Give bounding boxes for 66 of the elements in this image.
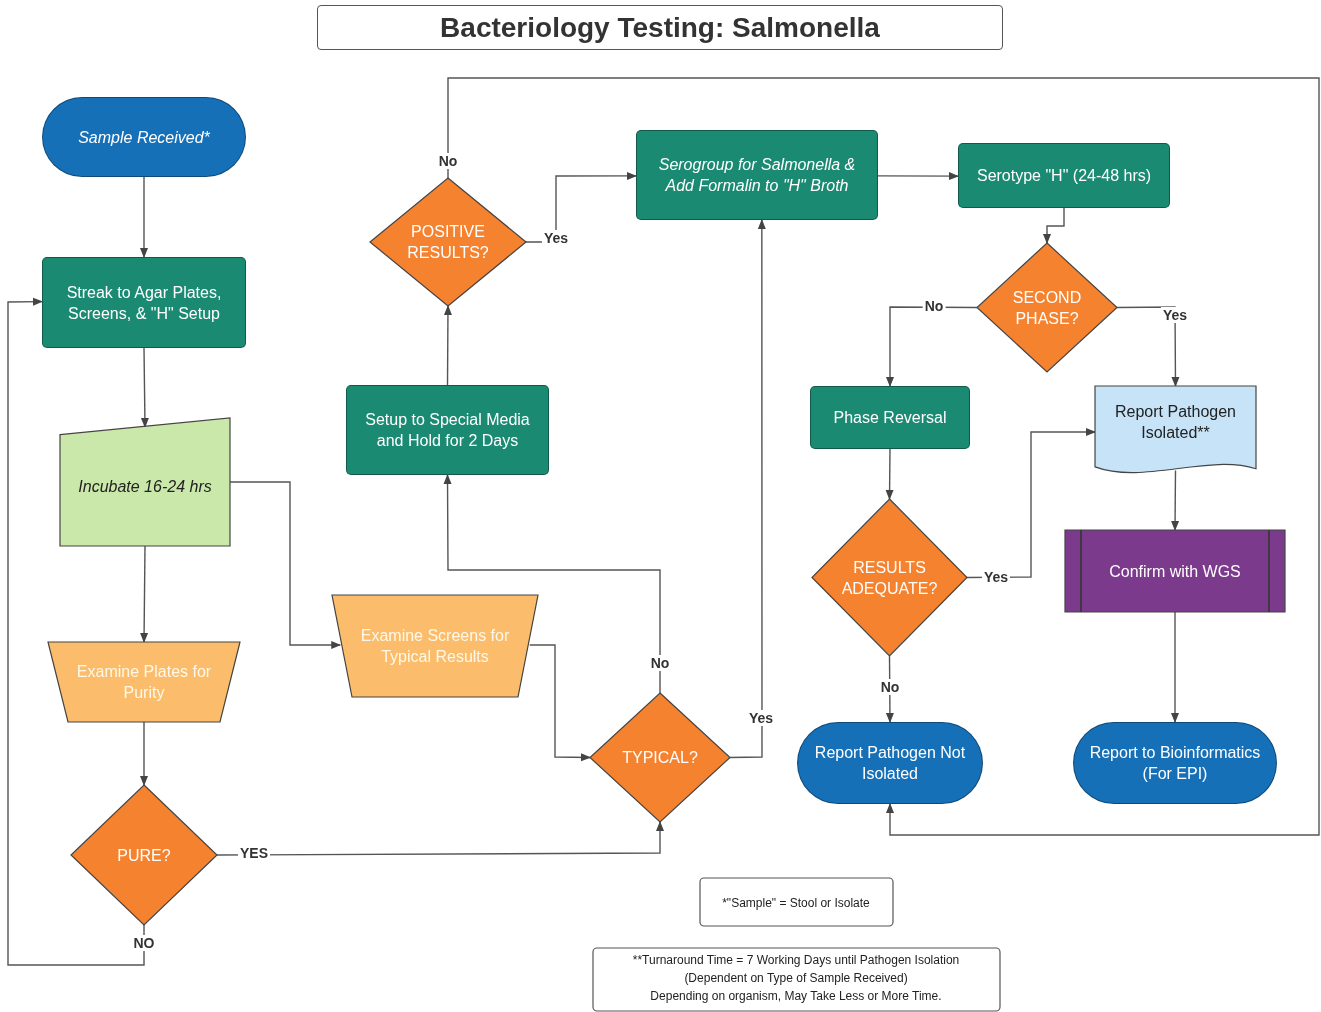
- manual-operation-shape: [48, 642, 240, 722]
- node-label: Report to Bioinformatics (For EPI): [1088, 743, 1262, 784]
- node-label: Report Pathogen Isolated**: [1114, 402, 1237, 443]
- node-label: Phase Reversal: [832, 408, 948, 428]
- connector-arrow: [140, 347, 149, 428]
- node-label: Serotype "H" (24-48 hrs): [975, 166, 1153, 186]
- node-label: SECOND PHASE?: [1011, 287, 1083, 329]
- connector-arrow: [885, 448, 894, 500]
- decision-diamond: [812, 499, 967, 656]
- node-label: RESULTS ADEQUATE?: [840, 557, 939, 599]
- connector-arrow: [1043, 207, 1065, 244]
- connector-arrow: [529, 644, 591, 762]
- node-label: TYPICAL?: [622, 748, 698, 768]
- node-label: PURE?: [117, 845, 171, 866]
- node-label: Setup to Special Media and Hold for 2 Days: [364, 410, 531, 451]
- edge-label: Yes: [746, 710, 776, 726]
- manual-input-shape: [60, 418, 230, 546]
- connector-arrow: [140, 545, 149, 643]
- node-label: Confirm with WGS: [1108, 561, 1242, 582]
- node-label: Examine Screens for Typical Results: [359, 626, 511, 667]
- edge-label: NO: [131, 935, 157, 951]
- connector-arrow: [216, 821, 664, 856]
- connector-arrow: [443, 474, 661, 694]
- connector-arrow: [877, 172, 959, 181]
- edge-label: Yes: [541, 230, 571, 246]
- connector-arrow: [886, 306, 978, 387]
- connector-arrow: [140, 721, 148, 786]
- node-label: Serogroup for Salmonella & Add Formalin to "H" Broth: [657, 155, 857, 196]
- process-box: [42, 257, 246, 348]
- subprocess-box: [1065, 530, 1285, 612]
- edge-label: No: [436, 153, 460, 169]
- manual-operation-shape: [332, 595, 538, 697]
- node-label: Examine Plates for Purity: [75, 662, 213, 703]
- edge-label: No: [922, 298, 946, 314]
- node-label: POSITIVE RESULTS?: [406, 222, 490, 263]
- node-label: Report Pathogen Not Isolated: [813, 743, 967, 784]
- node-label: Streak to Agar Plates, Screens, & "H" Setup: [65, 282, 223, 324]
- connector-arrow: [443, 305, 452, 386]
- edge-label: No: [878, 679, 902, 695]
- process-box: [636, 130, 878, 220]
- footnote: **Turnaround Time = 7 Working Days until Pathogen Isolation: [632, 952, 960, 969]
- process-box: [346, 385, 549, 475]
- decision-diamond: [370, 178, 526, 306]
- decision-diamond: [590, 693, 730, 822]
- node-label: Sample Received*: [77, 127, 211, 148]
- connector-arrow: [7, 297, 145, 966]
- node-label: Incubate 16-24 hrs: [77, 476, 213, 497]
- footnote: Depending on organism, May Take Less or More Time.: [650, 988, 942, 1005]
- process-box: [958, 143, 1170, 208]
- connector-arrow: [140, 176, 148, 258]
- footnote: (Dependent on Type of Sample Received): [684, 970, 908, 987]
- connector-arrow: [447, 77, 1320, 836]
- connector-arrow: [1171, 611, 1179, 723]
- connector-arrow: [1171, 469, 1180, 531]
- decision-diamond: [71, 785, 217, 925]
- edge-label: Yes: [1160, 307, 1190, 323]
- footnote: *"Sample" = Stool or Isolate: [722, 895, 870, 912]
- process-box: [810, 386, 970, 449]
- decision-diamond: [977, 243, 1117, 372]
- connector-arrow: [1116, 306, 1180, 387]
- edge-label: Yes: [981, 569, 1011, 585]
- connector-arrow: [729, 219, 766, 759]
- edge-label: YES: [238, 845, 270, 861]
- connector-arrow: [966, 428, 1096, 579]
- title: Bacteriology Testing: Salmonella: [317, 5, 1003, 50]
- edge-label: No: [648, 655, 672, 671]
